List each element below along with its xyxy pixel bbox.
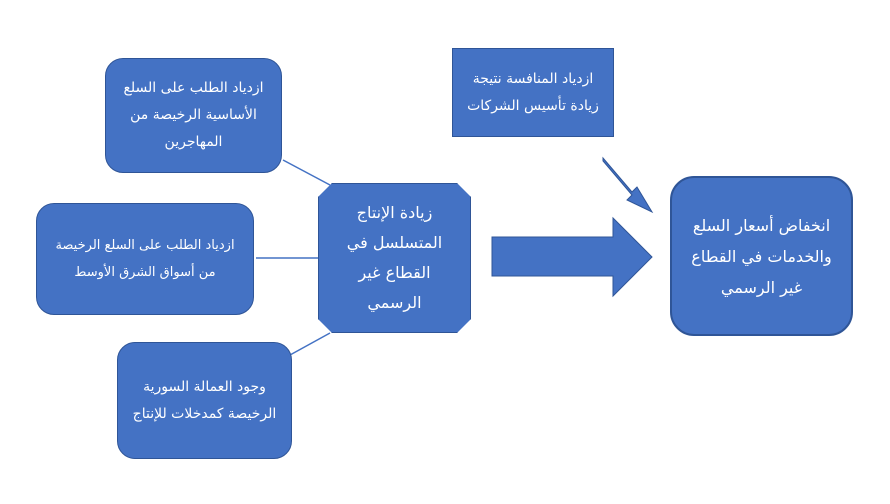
box-demand-migrants: ازدياد الطلب على السلع الأساسية الرخيصة …: [105, 58, 282, 173]
box-syrian-labor-text: وجود العمالة السورية الرخيصة كمدخلات للإ…: [132, 378, 277, 422]
box-central-production: زيادة الإنتاج المتسلسل في القطاع غير الر…: [318, 183, 471, 333]
box-competition: ازدياد المنافسة نتيجة زيادة تأسيس الشركا…: [452, 48, 614, 137]
box-demand-middle-east: ازدياد الطلب على السلع الرخيصة من أسواق …: [36, 203, 254, 315]
box-demand-migrants-text: ازدياد الطلب على السلع الأساسية الرخيصة …: [123, 80, 264, 150]
box-demand-middle-east-text: ازدياد الطلب على السلع الرخيصة من أسواق …: [55, 238, 235, 280]
main-arrow: [491, 216, 653, 298]
box-syrian-labor: وجود العمالة السورية الرخيصة كمدخلات للإ…: [117, 342, 292, 459]
box-central-production-text: زيادة الإنتاج المتسلسل في القطاع غير الر…: [346, 203, 443, 312]
connector-migrants: [282, 159, 331, 186]
box-competition-text: ازدياد المنافسة نتيجة زيادة تأسيس الشركا…: [467, 70, 599, 114]
connector-syrian-labor: [289, 332, 331, 356]
box-result-lower-prices: انخفاض أسعار السلع والخدمات في القطاع غي…: [670, 176, 853, 336]
competition-arrow: [602, 156, 654, 214]
box-result-lower-prices-text: انخفاض أسعار السلع والخدمات في القطاع غي…: [691, 215, 832, 297]
